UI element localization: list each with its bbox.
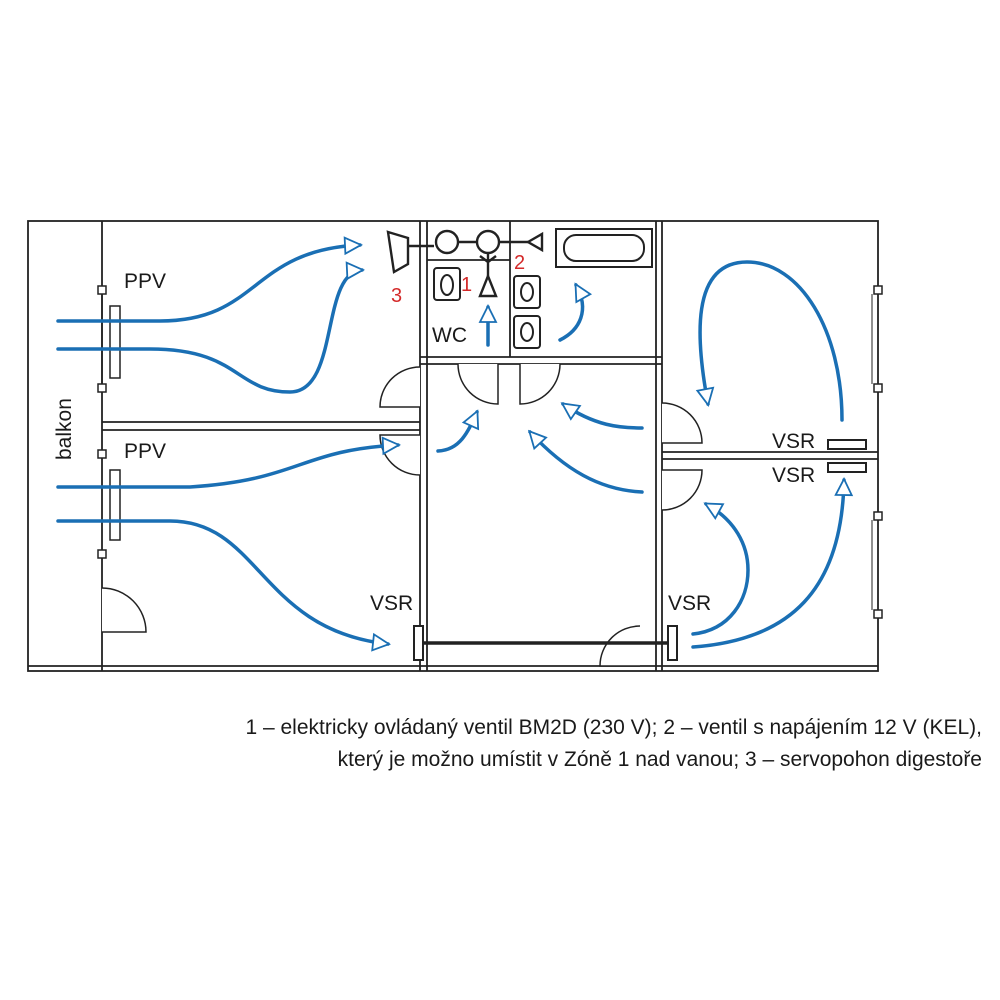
doors <box>101 363 703 667</box>
airflow-ppv-top-1 <box>56 245 360 323</box>
label-vsr-center: VSR <box>668 592 711 615</box>
airflow-right-vsr-1 <box>691 502 750 636</box>
valve-1-icon <box>478 272 498 298</box>
door-left-room-bottom <box>379 434 421 476</box>
airflow-ppv-bottom-2 <box>56 519 388 644</box>
outer-wall <box>27 220 879 672</box>
hood-servo-icon <box>386 230 410 274</box>
equipment <box>386 229 544 298</box>
airflow-hall-right-1 <box>563 402 644 430</box>
vsr-vent-center <box>667 625 678 661</box>
airflow-hall-left <box>436 412 477 453</box>
label-vsr-right-lower: VSR <box>772 464 815 487</box>
vsr-vent-right-upper <box>827 439 867 450</box>
valve-1-fork-right <box>487 255 497 263</box>
window-right-top <box>871 285 883 393</box>
windows <box>97 285 883 619</box>
window-left-top <box>97 285 121 393</box>
airflow-ppv-bottom-1 <box>56 445 398 489</box>
airflow-hall-right-2 <box>530 432 644 494</box>
label-balkon: balkon <box>53 398 76 460</box>
door-balcony-room <box>101 587 147 633</box>
fixtures <box>433 228 653 349</box>
valve-1-fork-left <box>479 255 489 263</box>
toilet-bathroom-2 <box>513 315 541 349</box>
label-wc: WC <box>432 324 467 347</box>
legend-line-1: 1 – elektricky ovládaný ventil BM2D (230… <box>245 716 982 739</box>
airflow-ppv-top-2 <box>56 270 362 394</box>
valve-circle-1 <box>434 229 460 255</box>
walls <box>27 220 879 672</box>
window-left-bottom <box>97 449 121 559</box>
label-vsr-right-upper: VSR <box>772 430 815 453</box>
marker-1: 1 <box>461 274 472 296</box>
vsr-vent-right-lower <box>827 462 867 473</box>
label-vsr-left: VSR <box>370 592 413 615</box>
legend-caption: 1 – elektricky ovládaný ventil BM2D (230… <box>245 712 982 776</box>
label-ppv-top: PPV <box>124 270 166 293</box>
door-bathroom <box>519 363 561 405</box>
door-right-room-bottom <box>661 469 703 511</box>
marker-2: 2 <box>514 252 525 274</box>
bathtub <box>555 228 653 268</box>
airflow-right-loop <box>700 260 844 422</box>
window-right-bottom <box>871 511 883 619</box>
door-left-room-top <box>379 366 421 408</box>
toilet-bathroom-1 <box>513 275 541 309</box>
airflow-right-vsr-2 <box>691 480 844 649</box>
door-wc <box>457 363 499 405</box>
valve-2-icon <box>525 231 544 253</box>
vsr-vent-left <box>413 625 424 661</box>
airflow-bathroom <box>558 285 583 342</box>
valve-circle-2 <box>475 229 501 255</box>
airflow <box>56 245 844 649</box>
door-right-room-top <box>661 402 703 444</box>
toilet-wc <box>433 267 461 301</box>
legend-line-2: který je možno umístit v Zóně 1 nad vano… <box>337 748 982 771</box>
marker-3: 3 <box>391 285 402 307</box>
door-entrance <box>599 625 641 667</box>
vents <box>413 439 867 661</box>
label-ppv-bottom: PPV <box>124 440 166 463</box>
